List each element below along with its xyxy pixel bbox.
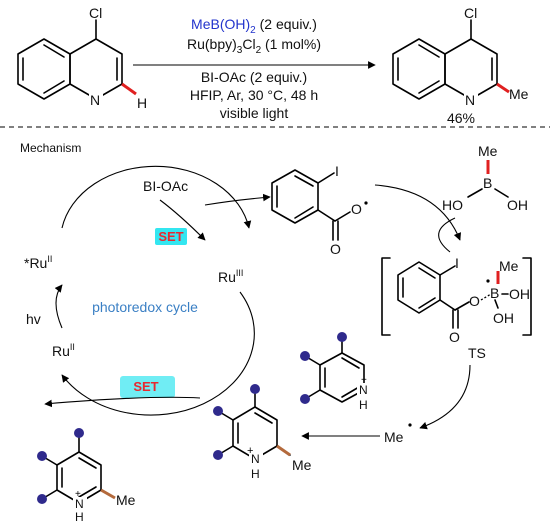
- hydroxyl-right-label: OH: [507, 197, 528, 213]
- ts-o-label: O: [469, 293, 480, 309]
- ts-label: TS: [468, 345, 486, 361]
- reagent-methylboronic-acid: MeB(OH)2 (2 equiv.): [191, 16, 317, 36]
- benzoyloxy-radical: I O O: [271, 163, 368, 257]
- mechanism-heading: Mechanism: [20, 141, 81, 155]
- final-charge: +: [75, 489, 81, 500]
- pyridinium-h-label: H: [359, 398, 368, 412]
- pyridinium-charge: +: [361, 375, 367, 386]
- ts-oh-bottom-label: OH: [493, 310, 514, 326]
- pyridinium-fragment: N + H: [300, 332, 371, 412]
- ground-ru-ii: RuII: [52, 342, 75, 359]
- ts-methyl-label: Me: [499, 258, 519, 274]
- ch-bond-highlight: [121, 82, 137, 96]
- oxidation-arrow: [44, 396, 201, 408]
- transition-state: I O O B Me OH OH: [381, 255, 532, 345]
- reaction-conditions: HFIP, Ar, 30 °C, 48 h: [190, 87, 318, 103]
- pyridinium-n-label: N: [359, 383, 368, 397]
- reagent-oxidant: BI-OAc (2 equiv.): [201, 69, 307, 85]
- final-n-label: N: [75, 497, 84, 511]
- to-ts-arrow: [374, 184, 461, 241]
- ts-iodine-label: I: [455, 255, 459, 271]
- final-methyl-label: Me: [116, 492, 136, 508]
- carbonyl-o-label: O: [330, 241, 341, 257]
- cycle-arc-hv: [54, 284, 63, 329]
- boron-label: B: [483, 175, 492, 191]
- hydrogen-label: H: [137, 95, 147, 111]
- methyl-label: Me: [509, 86, 529, 102]
- yield-label: 46%: [447, 110, 475, 126]
- intermediate-h-label: H: [251, 467, 260, 481]
- boronic-merge-arrow: [438, 217, 456, 253]
- ts-carbonyl-o-label: O: [449, 329, 460, 345]
- ru-iii: RuIII: [218, 268, 243, 285]
- ts-oh-right-label: OH: [509, 286, 530, 302]
- intermediate-n-label: N: [251, 452, 260, 466]
- methyl-release-arrow: [419, 364, 471, 430]
- set-highlight-bottom: [120, 376, 175, 398]
- boron-methyl-label: Me: [478, 143, 498, 159]
- hydroxyl-left-label: HO: [442, 197, 463, 213]
- excited-ru-ii: *RuII: [24, 254, 52, 271]
- ts-boron-label: B: [490, 285, 499, 301]
- iodine-label: I: [335, 163, 339, 179]
- final-h-label: H: [75, 510, 84, 523]
- c-me-bond-highlight: [496, 82, 510, 94]
- set-highlight-top: [155, 228, 187, 245]
- nitrogen-label: N: [465, 92, 475, 108]
- set-label-top: SET: [158, 229, 183, 244]
- intermediate-methyl-label: Me: [292, 457, 312, 473]
- product-quinoline: Cl N Me: [392, 5, 529, 108]
- radical-o-label: O: [351, 201, 362, 217]
- radical-formation-arrow: [204, 193, 271, 206]
- light-source: visible light: [220, 105, 289, 121]
- cycle-arc-right-bottom: [61, 291, 255, 416]
- methyl-radical-label: Me: [384, 429, 404, 445]
- starting-quinoline: Cl N H: [17, 5, 147, 111]
- radical-cation-intermediate: N + H Me: [213, 384, 312, 481]
- reagent-photocatalyst: Ru(bpy)3Cl2 (1 mol%): [187, 36, 321, 56]
- methylated-pyridinium: N + H Me: [37, 428, 136, 523]
- chloro-label: Cl: [89, 5, 102, 21]
- chloro-label: Cl: [464, 5, 477, 21]
- bi-oac-arrow: [159, 199, 206, 241]
- set-label-bottom: SET: [133, 379, 158, 394]
- hv-label: hv: [26, 311, 41, 327]
- bi-oac-label: BI-OAc: [143, 178, 188, 194]
- photoredox-cycle-label: photoredox cycle: [92, 299, 198, 315]
- cycle-arc-top: [61, 165, 252, 229]
- methylboronic-acid: Me B HO OH: [442, 143, 528, 213]
- nitrogen-label: N: [90, 92, 100, 108]
- intermediate-charge: +: [247, 445, 253, 457]
